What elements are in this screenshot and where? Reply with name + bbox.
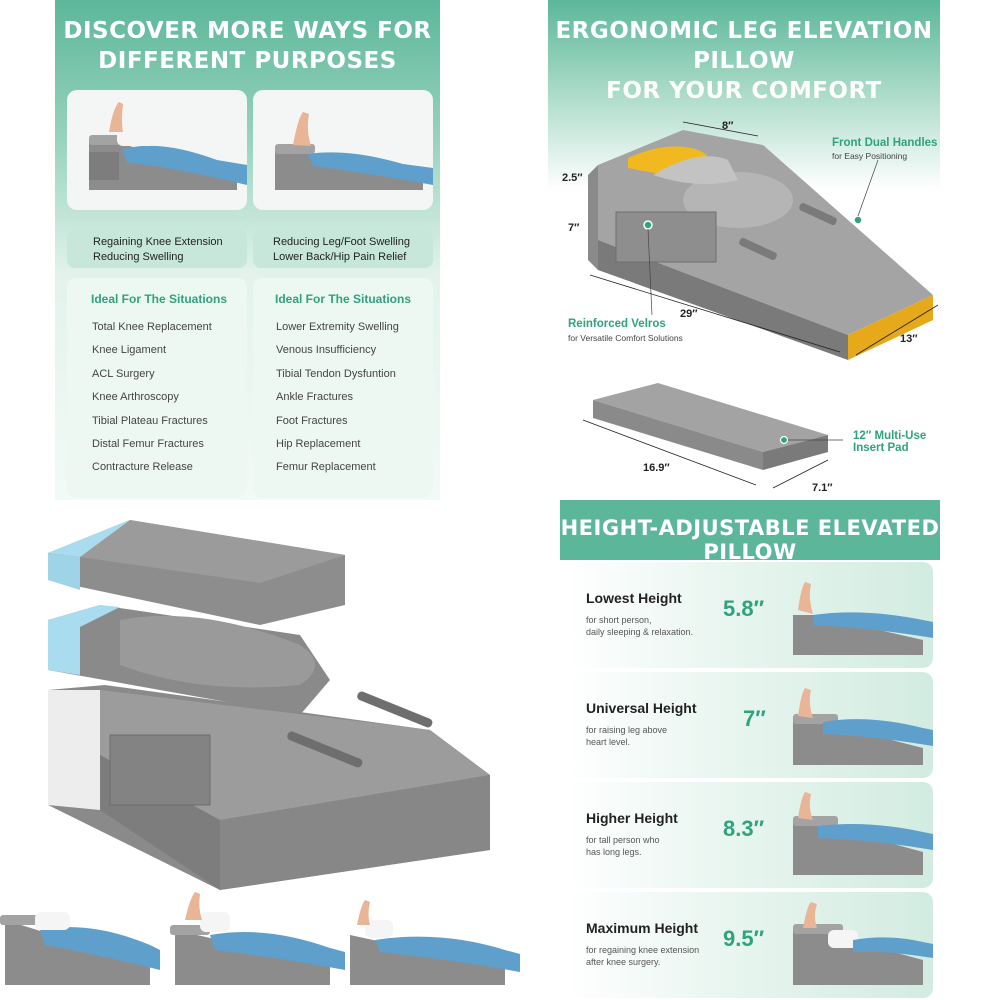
dim-top-height: 2.5″ [562,172,583,184]
dimensions-panel: ERGONOMIC LEG ELEVATION PILLOW FOR YOUR … [548,0,940,500]
layers-panel [0,505,548,1000]
pillow-dimension-diagram [588,121,939,360]
list-item: Lower Extremity Swelling [276,321,399,333]
height-card-desc: for regaining knee extension after knee … [586,945,700,967]
uses-title: DISCOVER MORE WAYS FOR DIFFERENT PURPOSE… [63,18,432,74]
uses-panel: DISCOVER MORE WAYS FOR DIFFERENT PURPOSE… [55,0,440,500]
usage-photo-3 [350,900,520,985]
list-item: Knee Arthroscopy [92,391,179,404]
insert-pad-diagram [582,383,843,489]
dimensions-title: ERGONOMIC LEG ELEVATION PILLOW FOR YOUR … [555,18,933,104]
velros-callout-title: Reinforced Velros [568,318,666,330]
list-item: Tibial Plateau Fractures [92,414,208,427]
usage-photo-2 [170,892,345,985]
height-card-title: Universal Height [586,700,697,716]
height-card-maximum: Maximum Height for regaining knee extens… [568,892,933,998]
list-item: Venous Insufficiency [276,344,377,357]
height-card-illustration [793,792,933,875]
list-item: ACL Surgery [92,367,155,380]
situations-heading-left: Ideal For The Situations [91,292,228,306]
height-card-desc: for raising leg above heart level. [586,725,668,747]
list-item: Knee Ligament [92,344,166,357]
dim-top-width: 8″ [722,120,734,132]
foot-elevation-photo [253,90,433,210]
situations-heading-right: Ideal For The Situations [275,292,412,306]
height-card-universal: Universal Height for raising leg above h… [568,672,933,778]
heights-header: HEIGHT-ADJUSTABLE ELEVATED PILLOW [560,500,940,564]
situations-card-right [253,278,433,498]
usage-photo-1 [0,912,160,985]
list-item: Total Knee Replacement [92,321,212,333]
knee-elevation-photo [67,90,247,210]
list-item: Contracture Release [92,461,193,474]
height-card-higher: Higher Height for tall person who has lo… [568,782,933,888]
heights-panel: HEIGHT-ADJUSTABLE ELEVATED PILLOW Lowest… [560,500,940,1000]
insert-callout-title: 12″ Multi-Use Insert Pad [853,430,927,454]
height-card-desc: for short person, daily sleeping & relax… [586,615,694,637]
situations-list-left: Total Knee Replacement Knee Ligament ACL… [92,316,212,480]
handles-callout-sub: for Easy Positioning [832,151,908,161]
height-card-title: Higher Height [586,810,678,826]
heights-title: HEIGHT-ADJUSTABLE ELEVATED PILLOW [560,516,940,564]
height-card-illustration [793,902,933,985]
list-item: Tibial Tendon Dysfuntion [276,367,396,380]
exploded-layers-illustration [48,520,490,890]
height-card-title: Lowest Height [586,590,682,606]
leg-rest-illustration [89,102,247,190]
dim-length: 29″ [680,308,698,320]
dim-base-height: 7″ [568,222,580,234]
height-card-value: 9.5″ [723,926,765,951]
velros-callout-sub: for Versatile Comfort Solutions [568,333,683,343]
situations-list-right: Lower Extremity Swelling Venous Insuffic… [276,316,399,480]
height-card-illustration [793,688,933,765]
insert-dim-width: 7.1″ [812,482,833,494]
use-chip-knee: Regaining Knee Extension Reducing Swelli… [67,230,247,268]
height-card-value: 8.3″ [723,816,765,841]
list-item: Femur Replacement [276,461,376,474]
use-chip-swelling: Reducing Leg/Foot Swelling Lower Back/Hi… [253,230,433,268]
height-card-title: Maximum Height [586,920,699,936]
list-item: Ankle Fractures [276,391,354,404]
situations-card-left [67,278,247,498]
height-card-value: 5.8″ [723,596,765,621]
handles-callout-title: Front Dual Handles [832,137,938,149]
leg-rest-illustration [275,112,433,190]
height-card-lowest: Lowest Height for short person, daily sl… [568,562,933,668]
height-card-illustration [793,582,933,655]
list-item: Hip Replacement [276,438,361,451]
height-card-desc: for tall person who has long legs. [586,835,660,857]
height-card-value: 7″ [743,706,766,731]
insert-dim-length: 16.9″ [643,462,670,474]
dim-depth: 13″ [900,333,918,345]
list-item: Distal Femur Fractures [92,438,204,451]
list-item: Foot Fractures [276,414,348,427]
